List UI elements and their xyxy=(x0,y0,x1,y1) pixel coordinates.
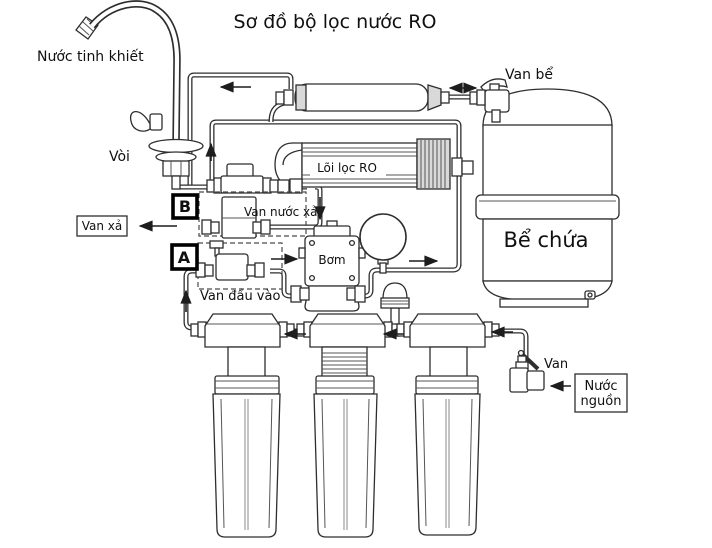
faucet-handle xyxy=(129,110,151,132)
ro-membrane-label: Lõi lọc RO xyxy=(317,161,377,175)
flow-arrows xyxy=(138,81,571,392)
source-valve-label: Van xyxy=(544,357,568,372)
ro-outlet-fitting xyxy=(451,157,463,177)
post-carbon-filter xyxy=(275,83,450,112)
storage-tank xyxy=(475,88,620,308)
faucet xyxy=(75,0,204,190)
source-water-label-box xyxy=(574,373,628,413)
marker-a-square xyxy=(170,243,199,271)
marker-a-label: A xyxy=(178,248,191,267)
marker-b-square xyxy=(171,193,199,220)
drain-valve-label-box xyxy=(76,215,128,237)
check-valve-assembly xyxy=(206,163,303,194)
source-valve xyxy=(509,349,545,393)
inlet-valve-label: Van đầu vào xyxy=(200,289,280,304)
marker-b-label: B xyxy=(179,197,191,216)
inlet-valve-a xyxy=(195,240,283,290)
tank-valve-label: Van bể xyxy=(505,66,553,83)
filter-stage-1 xyxy=(190,313,295,538)
pure-water-label: Nước tinh khiết xyxy=(37,48,144,65)
drain-valve-label: Van xả xyxy=(82,219,123,233)
source-water-label-1: Nước xyxy=(584,379,617,394)
diagram-title: Sơ đồ bộ lọc nước RO xyxy=(234,11,437,33)
filter-stage-2 xyxy=(296,313,400,538)
storage-tank-label: Bể chứa xyxy=(503,228,588,252)
waste-valve-label: Van nước xả xyxy=(244,205,317,219)
pressure-gauge xyxy=(359,213,407,274)
filter-stage-3 xyxy=(396,313,500,536)
waste-valve-b xyxy=(198,191,307,239)
low-pressure-switch xyxy=(380,282,410,327)
tank-valve xyxy=(469,78,510,123)
source-water-label-2: nguồn xyxy=(581,394,622,409)
faucet-label: Vòi xyxy=(109,149,130,165)
pump-label: Bơm xyxy=(318,253,345,267)
pump xyxy=(290,220,366,312)
